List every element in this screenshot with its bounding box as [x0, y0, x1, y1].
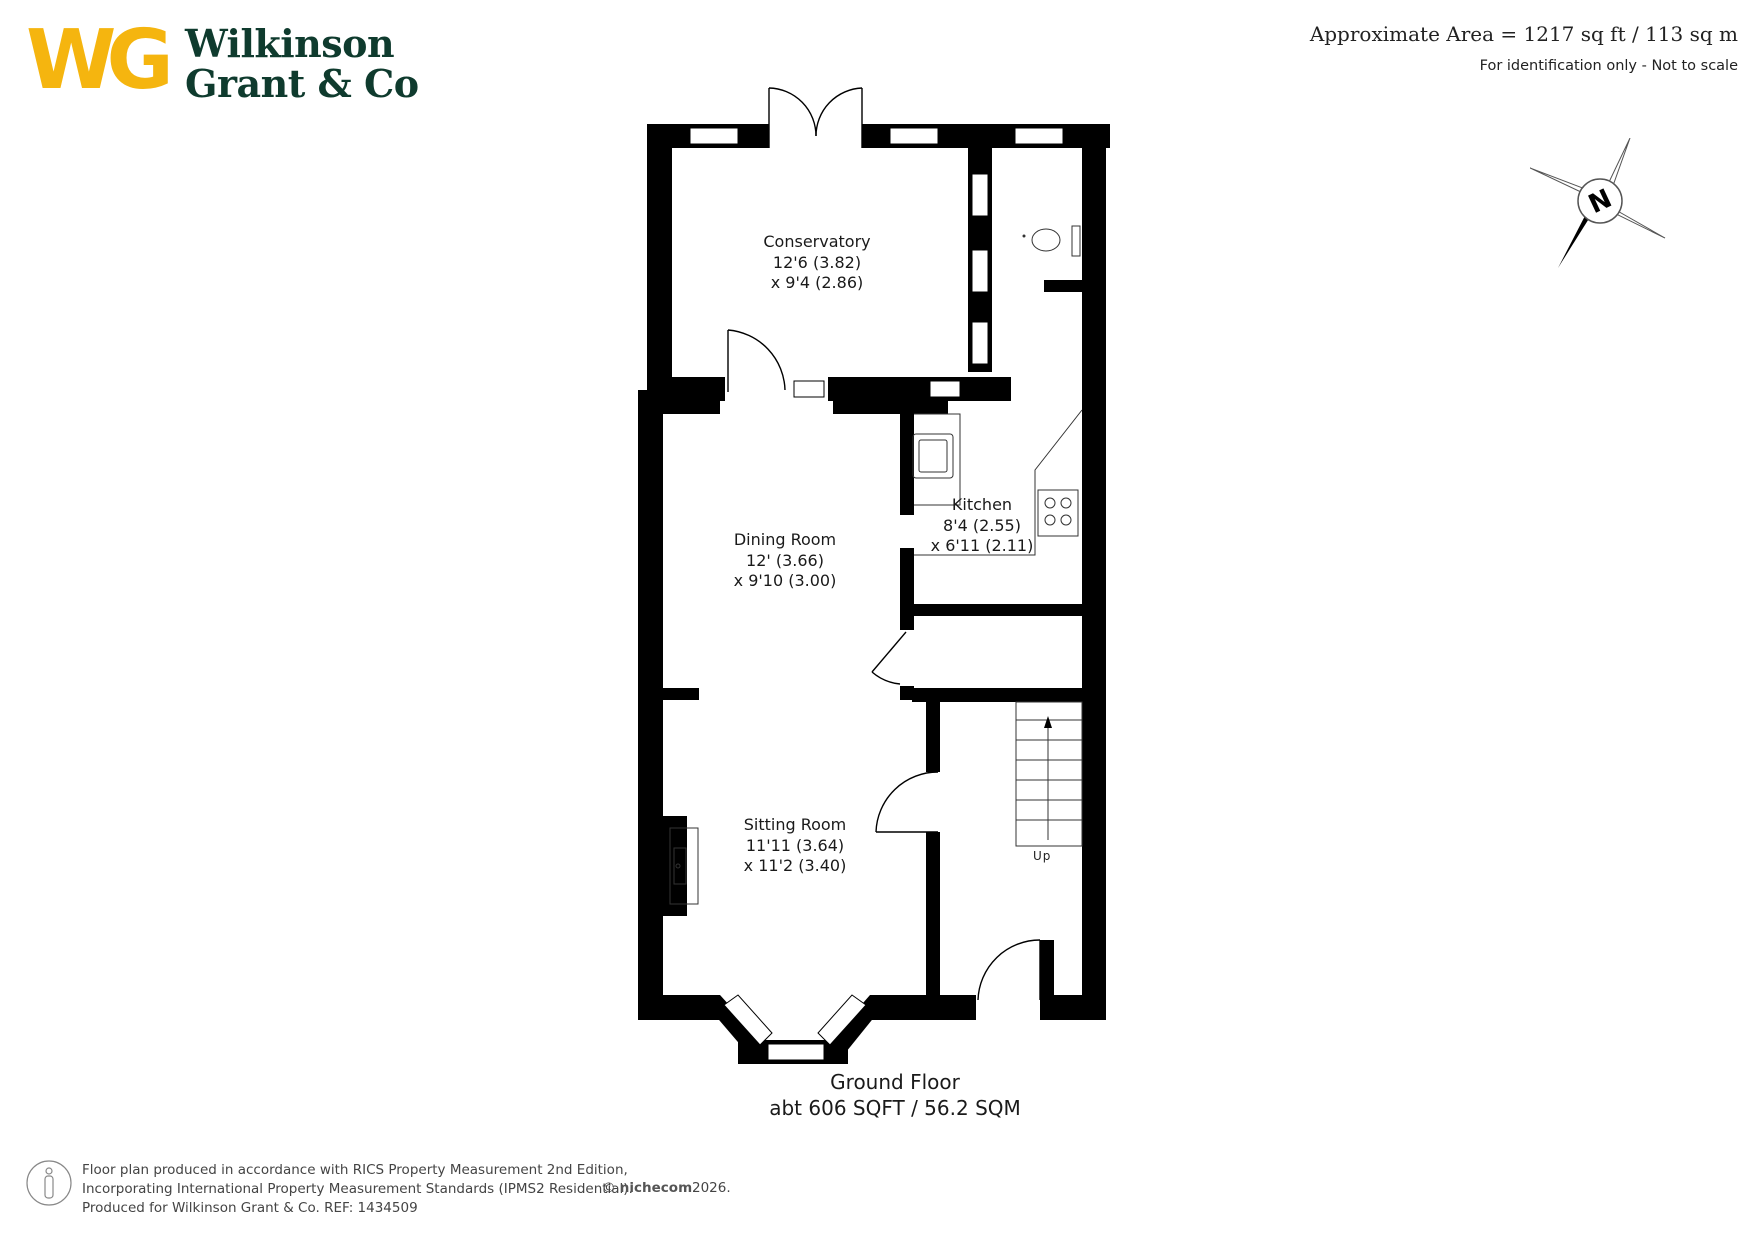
- door: [871, 631, 907, 673]
- room-label-conservatory: Conservatory 12'6 (3.82) x 9'4 (2.86): [742, 232, 892, 294]
- door-swing: [768, 87, 817, 137]
- footer-year: 2026.: [692, 1180, 731, 1196]
- person-icon: [26, 1160, 72, 1206]
- sink-icon: [912, 433, 954, 479]
- compass-icon: N: [1530, 138, 1666, 268]
- compass-dial: [1577, 178, 1623, 224]
- wall: [1044, 280, 1084, 292]
- door-swing: [871, 671, 901, 685]
- footer-notes: Floor plan produced in accordance with R…: [82, 1161, 633, 1218]
- wall: [900, 548, 914, 630]
- window: [971, 249, 989, 293]
- doors: [727, 87, 1041, 1001]
- window: [817, 994, 867, 1046]
- wall: [926, 832, 940, 996]
- company-logo-icon: WG: [26, 26, 178, 98]
- hob-icon: [1037, 489, 1079, 537]
- toilet-cistern: [1071, 225, 1081, 257]
- wall: [638, 390, 720, 414]
- kitchen-worktop: [914, 409, 1083, 556]
- window: [929, 380, 961, 398]
- wall: [926, 700, 940, 772]
- window: [971, 321, 989, 365]
- window: [793, 380, 825, 398]
- door-swing: [727, 329, 786, 391]
- wall: [900, 400, 914, 515]
- company-name: Wilkinson Grant & Co: [185, 24, 419, 104]
- room-label-kitchen: Kitchen 8'4 (2.55) x 6'11 (2.11): [922, 495, 1042, 557]
- room-dimension: 12' (3.66): [746, 550, 824, 570]
- door-swing: [815, 87, 863, 137]
- window: [971, 173, 989, 217]
- window: [767, 1043, 825, 1061]
- footer-line: Incorporating International Property Mea…: [82, 1181, 633, 1197]
- sink-basin: [918, 439, 948, 473]
- windows: [689, 127, 1064, 1061]
- floor-name: Ground Floor: [830, 1070, 960, 1094]
- room-name: Dining Room: [733, 530, 837, 549]
- room-label-sitting-room: Sitting Room 11'11 (3.64) x 11'2 (3.40): [720, 815, 870, 877]
- brand-name: nichecom: [619, 1180, 693, 1196]
- window: [689, 127, 739, 145]
- company-name-line1: Wilkinson: [185, 21, 395, 66]
- kitchen-worktop: [914, 413, 961, 506]
- wall: [833, 390, 948, 414]
- room-dimension: x 6'11 (2.11): [930, 536, 1034, 555]
- room-name: Kitchen: [951, 495, 1013, 514]
- stairs-label: Up: [1033, 849, 1052, 863]
- wall: [638, 390, 663, 1020]
- floor-area: abt 606 SQFT / 56.2 SQM: [769, 1096, 1021, 1120]
- room-name: Conservatory: [763, 232, 871, 251]
- window: [889, 127, 939, 145]
- wall: [912, 688, 1084, 702]
- wall: [870, 995, 976, 1020]
- fireplace-hearth: [673, 847, 687, 885]
- room-dimension: x 9'10 (3.00): [733, 571, 837, 590]
- wall: [647, 124, 672, 378]
- wall: [663, 688, 699, 700]
- approximate-area: Approximate Area = 1217 sq ft / 113 sq m: [1309, 22, 1738, 46]
- fixtures: [669, 225, 1083, 905]
- window: [723, 994, 773, 1046]
- door-swing: [977, 939, 1041, 1001]
- staircase-icon: [1015, 701, 1083, 847]
- wall: [1040, 940, 1054, 1000]
- wall: [1082, 124, 1106, 1019]
- wall: [663, 816, 687, 916]
- room-dimension: x 9'4 (2.86): [770, 273, 864, 292]
- toilet-icon: [1031, 228, 1061, 252]
- room-dimension: 11'11 (3.64): [745, 835, 845, 855]
- wall: [900, 686, 914, 700]
- copyright-symbol: ©: [602, 1180, 616, 1196]
- footer-line: Produced for Wilkinson Grant & Co. REF: …: [82, 1200, 418, 1216]
- room-name: Sitting Room: [743, 815, 847, 834]
- identification-note: For identification only - Not to scale: [1479, 58, 1738, 74]
- footer-brand: © nichecom: [602, 1180, 692, 1196]
- logo-monogram: WG: [26, 26, 168, 98]
- door-swing: [875, 771, 939, 833]
- room-dimension: 12'6 (3.82): [772, 252, 862, 272]
- room-dimension: x 11'2 (3.40): [743, 856, 847, 875]
- fireplace-icon: [669, 827, 699, 905]
- stair-arrow-head: [1044, 716, 1052, 728]
- floor-title: Ground Floor abt 606 SQFT / 56.2 SQM: [700, 1069, 1090, 1121]
- room-label-dining-room: Dining Room 12' (3.66) x 9'10 (3.00): [710, 530, 860, 592]
- footer-line: Floor plan produced in accordance with R…: [82, 1162, 628, 1178]
- room-dimension: 8'4 (2.55): [943, 515, 1021, 535]
- company-name-line2: Grant & Co: [185, 61, 419, 106]
- window: [1014, 127, 1064, 145]
- wall: [912, 604, 1084, 616]
